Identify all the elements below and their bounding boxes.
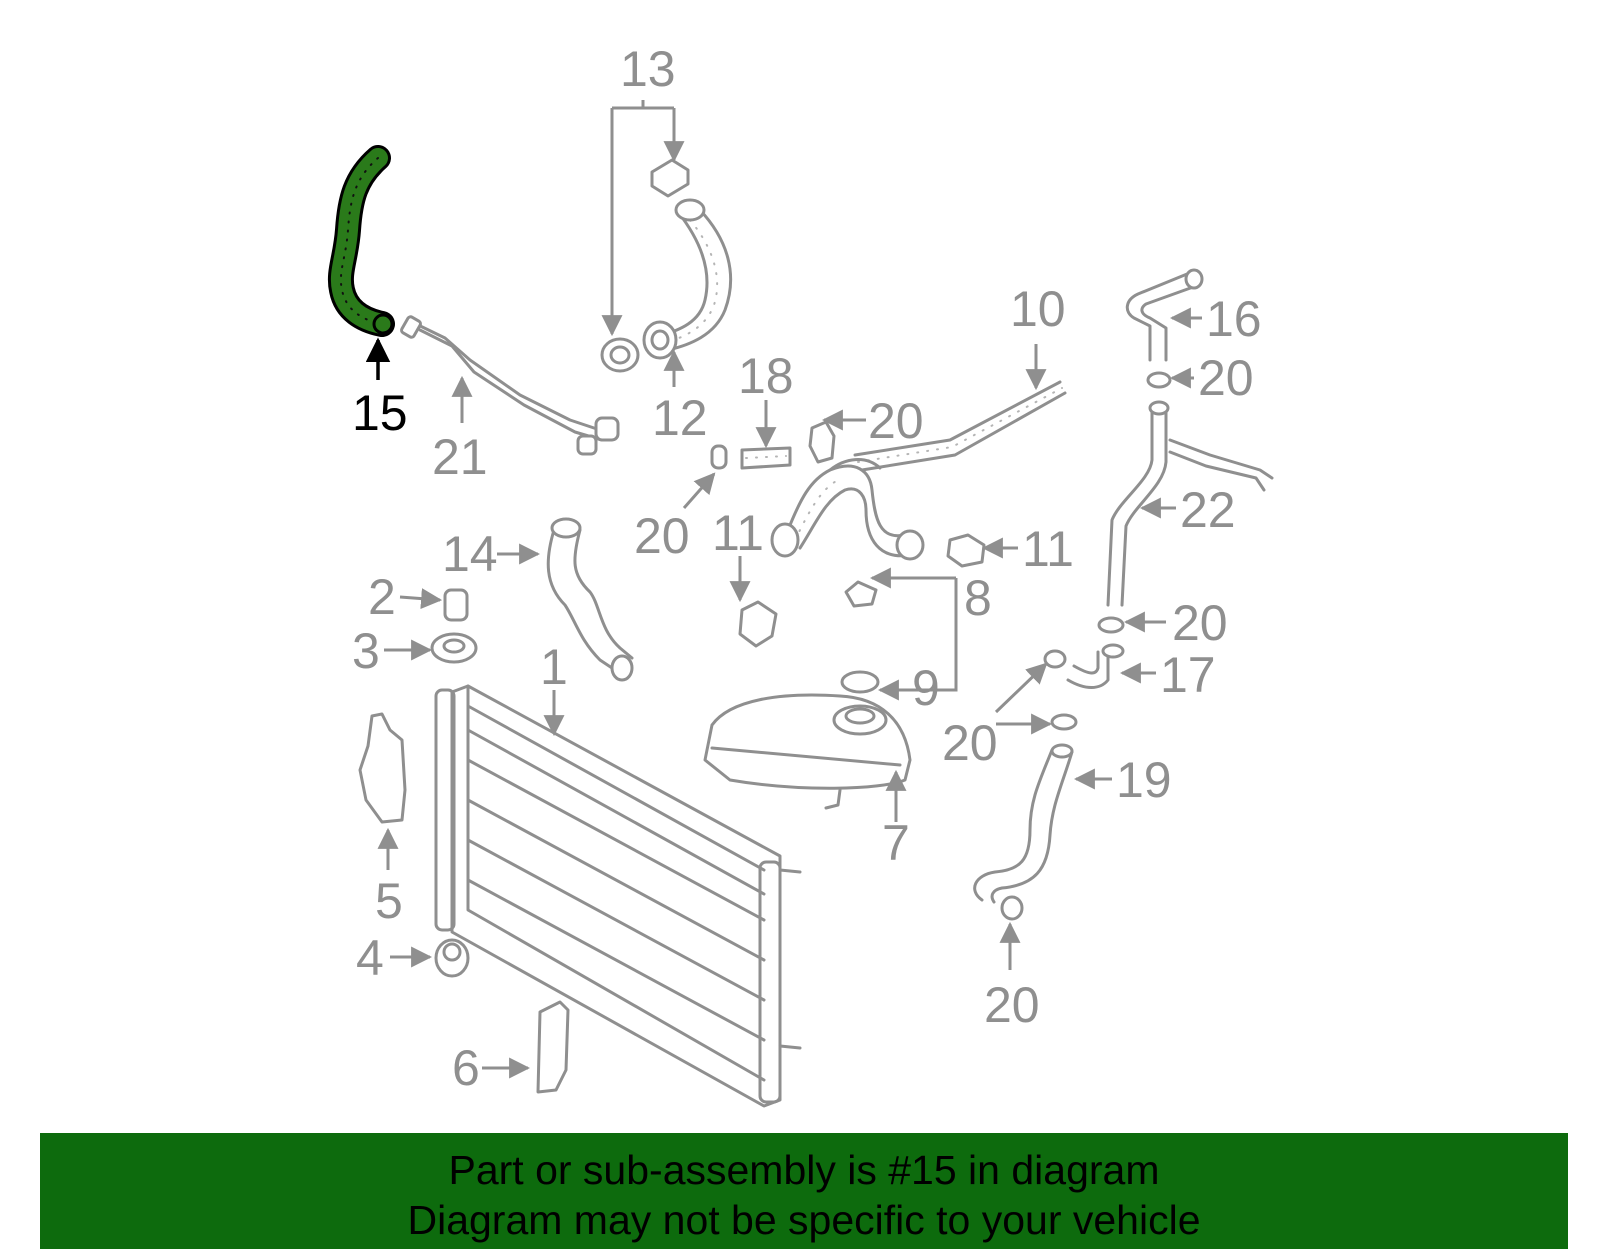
part-20-clamps[interactable] [710, 371, 1172, 921]
part-15-hose[interactable] [327, 145, 395, 337]
callout-18: 18 [738, 348, 794, 404]
callout-2: 2 [368, 569, 396, 625]
part-22-pipe[interactable] [1106, 400, 1274, 607]
callout-20e: 20 [942, 715, 998, 771]
part-14-hose[interactable] [546, 517, 634, 682]
callout-16: 16 [1206, 291, 1262, 347]
callout-20d: 20 [1172, 595, 1228, 651]
part-18-hose[interactable] [740, 446, 792, 470]
part-1-radiator[interactable] [434, 684, 802, 1108]
callout-13: 13 [620, 41, 676, 97]
callout-7: 7 [882, 815, 910, 871]
callout-5: 5 [375, 873, 403, 929]
part-7-expansion-tank[interactable] [703, 693, 912, 810]
part-19-hose[interactable] [973, 743, 1074, 904]
part-3-cap[interactable] [430, 632, 478, 664]
part-16-hose[interactable] [1125, 268, 1204, 362]
callout-20b: 20 [634, 508, 690, 564]
callout-22: 22 [1180, 482, 1236, 538]
callout-8: 8 [964, 570, 992, 626]
callout-1: 1 [540, 639, 568, 695]
callout-21: 21 [432, 429, 488, 485]
callout-labels: 13 12 15 21 18 20 20 10 16 20 22 11 11 8… [352, 41, 1262, 1096]
callout-9: 9 [912, 660, 940, 716]
banner-line-1: Part or sub-assembly is #15 in diagram [448, 1147, 1160, 1193]
leader-lines [365, 100, 1202, 1079]
callout-19: 19 [1116, 752, 1172, 808]
callout-6: 6 [452, 1040, 480, 1096]
part-9-seal[interactable] [840, 670, 880, 694]
callout-11b: 11 [1022, 521, 1074, 577]
part-11-hose-assembly[interactable] [770, 458, 925, 561]
callout-10: 10 [1010, 281, 1066, 337]
callout-20c: 20 [1198, 350, 1254, 406]
part-6-bracket[interactable] [536, 1000, 570, 1094]
part-21-coolant-pipe[interactable] [400, 315, 620, 456]
callout-4: 4 [356, 930, 384, 986]
part-4-mount[interactable] [434, 938, 470, 978]
callout-14: 14 [442, 526, 498, 582]
callout-20a: 20 [868, 393, 924, 449]
callout-15: 15 [352, 385, 408, 441]
part-17-hose[interactable] [1066, 643, 1125, 689]
part-11-clamps[interactable] [738, 533, 986, 648]
banner-line-2: Diagram may not be specific to your vehi… [407, 1197, 1201, 1243]
part-12-hose[interactable] [642, 198, 733, 360]
part-10-hose[interactable] [853, 380, 1067, 472]
callout-17: 17 [1160, 647, 1216, 703]
callout-12: 12 [652, 390, 708, 446]
callout-20f: 20 [984, 977, 1040, 1033]
part-2-cap[interactable] [443, 588, 469, 622]
info-banner: Part or sub-assembly is #15 in diagram D… [40, 1133, 1568, 1249]
callout-3: 3 [352, 623, 380, 679]
part-5-bracket[interactable] [358, 712, 407, 824]
part-8-cap[interactable] [844, 580, 878, 608]
callout-11a: 11 [712, 505, 764, 561]
